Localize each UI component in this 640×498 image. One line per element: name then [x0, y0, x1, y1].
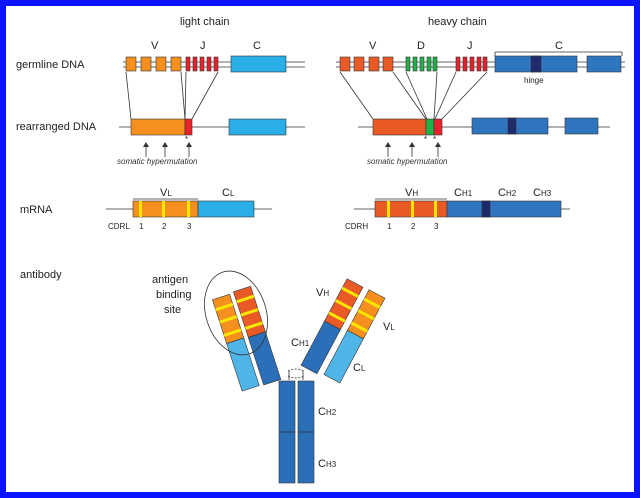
light-mrna [106, 198, 272, 218]
row-label-rearranged: rearranged DNA [16, 121, 97, 133]
light-chain-header: light chain [180, 16, 230, 28]
cdrl-3: 3 [187, 222, 192, 231]
cdrh-2: 2 [411, 222, 416, 231]
light-star: * [185, 135, 188, 144]
light-c-label: C [253, 40, 261, 52]
heavy-j-label: J [467, 40, 473, 52]
light-somatic-label: somatic hypermutation [117, 157, 198, 166]
heavy-recombination-lines [339, 71, 488, 120]
cdrl-label: CDRL [108, 222, 130, 231]
antibody-diagram: light chain heavy chain germline DNA rea… [16, 16, 625, 484]
heavy-d-label: D [417, 40, 425, 52]
heavy-ch1-label: CH1 [454, 187, 473, 199]
light-rearranged-dna [119, 118, 305, 136]
cdrh-label: CDRH [345, 222, 368, 231]
heavy-ch3-label: CH3 [533, 187, 552, 199]
heavy-star-2: * [433, 135, 436, 144]
antibody-hinge-disulfide [287, 368, 305, 380]
hinge-label: hinge [524, 76, 544, 85]
heavy-ch2-label: CH2 [498, 187, 517, 199]
cdrh-1: 1 [387, 222, 392, 231]
antibody-right-light-chain [323, 289, 386, 384]
heavy-star-1: * [424, 135, 427, 144]
antigen-site-line-3: site [164, 304, 181, 316]
heavy-somatic-arrows [385, 142, 441, 157]
light-somatic-arrows [143, 142, 192, 157]
antigen-site-line-2: binding [156, 289, 191, 301]
heavy-chain-header: heavy chain [428, 16, 487, 28]
heavy-rearranged-dna [358, 117, 610, 136]
heavy-v-label: V [369, 40, 377, 52]
antibody-fc-stem [278, 380, 315, 484]
cdrl-2: 2 [162, 222, 167, 231]
light-vl-label: VL [160, 187, 172, 199]
antigen-binding-site-ellipse [204, 270, 268, 356]
antibody-ch2-label: CH2 [318, 406, 337, 418]
antibody-right-heavy-chain [300, 278, 364, 375]
light-cl-label: CL [222, 187, 235, 199]
row-label-germline: germline DNA [16, 59, 85, 71]
antibody-ch3-label: CH3 [318, 458, 337, 470]
cdrl-1: 1 [139, 222, 144, 231]
antibody-vh-label: VH [316, 287, 329, 299]
antibody-vl-label: VL [383, 321, 395, 333]
light-germline-dna [123, 55, 305, 73]
antibody-cl-label: CL [353, 362, 366, 374]
light-v-label: V [151, 40, 159, 52]
antigen-site-line-1: antigen [152, 274, 188, 286]
heavy-somatic-label: somatic hypermutation [367, 157, 448, 166]
light-recombination-lines [125, 71, 219, 120]
cdrh-3: 3 [434, 222, 439, 231]
heavy-c-label: C [555, 40, 563, 52]
antibody-left-light-chain [212, 293, 260, 392]
row-label-antibody: antibody [20, 269, 62, 281]
light-j-label: J [200, 40, 206, 52]
row-label-mrna: mRNA [20, 204, 53, 216]
heavy-mrna [354, 198, 570, 218]
antibody-left-heavy-chain [233, 285, 282, 386]
antibody-ch1-label: CH1 [291, 337, 310, 349]
heavy-vh-label: VH [405, 187, 418, 199]
heavy-germline-dna [336, 51, 625, 73]
diagram-frame: light chain heavy chain germline DNA rea… [6, 6, 634, 492]
